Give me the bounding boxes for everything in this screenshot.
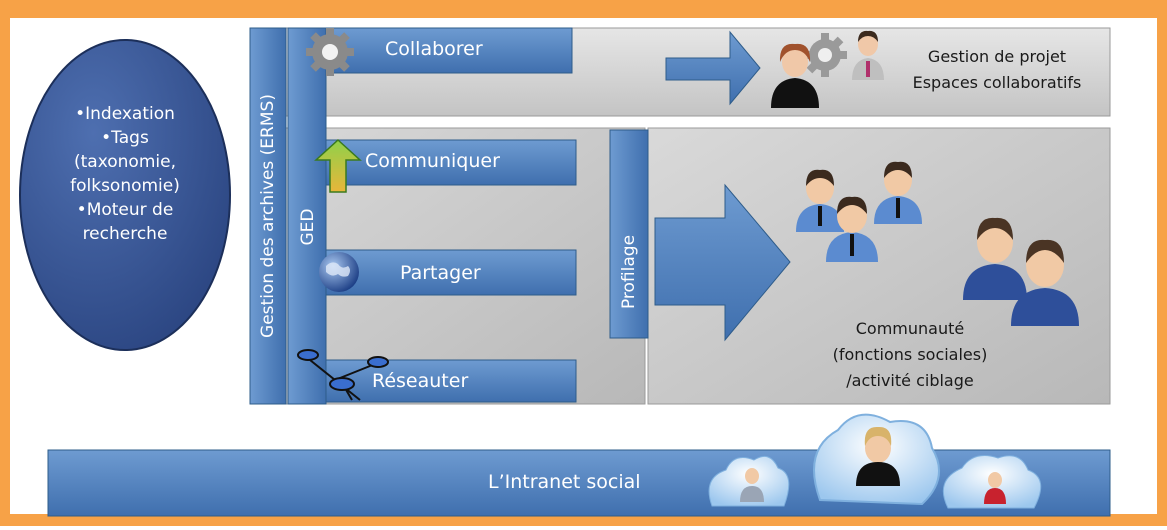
archives-vertical-bar	[249, 27, 287, 405]
partager-label: Partager	[400, 262, 481, 284]
archives-label: Gestion des archives (ERMS)	[258, 94, 278, 338]
communaute-line: Communauté	[855, 319, 965, 338]
ellipse-item: •Moteur de	[76, 200, 174, 220]
profilage-vertical-bar	[609, 129, 649, 339]
profilage-arrow	[654, 183, 791, 342]
man-icon	[852, 30, 884, 80]
communiquer-bar	[325, 139, 577, 186]
projet-line: Gestion de projet	[927, 47, 1067, 66]
ellipse-item: recherche	[82, 224, 168, 244]
communaute-line: (fonctions sociales)	[832, 345, 988, 364]
ellipse-text: •Indexation •Tags (taxonomie, folksonomi…	[30, 102, 220, 246]
gear-icon	[306, 28, 354, 76]
cloud-woman-icon	[942, 455, 1042, 509]
collaborer-label: Collaborer	[385, 38, 483, 60]
ellipse-item: folksonomie)	[70, 176, 180, 196]
communiquer-label: Communiquer	[365, 150, 500, 172]
communaute-label: Communauté (fonctions sociales) /activit…	[780, 316, 1040, 394]
communaute-line: /activité ciblage	[846, 371, 974, 390]
ged-vertical-bar	[287, 27, 327, 405]
cloud-person-icon	[708, 455, 790, 507]
ellipse-shape	[19, 39, 231, 351]
reseauter-label: Réseauter	[372, 370, 469, 392]
globe-icon	[319, 252, 359, 292]
ellipse-item: •Tags	[101, 128, 149, 148]
ged-label: GED	[298, 208, 318, 246]
intranet-label: L’Intranet social	[488, 471, 641, 493]
profilage-label: Profilage	[619, 234, 639, 310]
projet-line: Espaces collaboratifs	[912, 73, 1082, 92]
people-group-icon	[796, 161, 922, 262]
ellipse-item: (taxonomie,	[74, 152, 176, 172]
woman-icon	[771, 43, 819, 108]
cloud-manager-icon	[813, 413, 940, 506]
collaborer-arrow	[665, 30, 761, 106]
projet-label: Gestion de projet Espaces collaboratifs	[886, 44, 1108, 96]
up-arrow-icon	[314, 138, 362, 193]
collaborer-bar	[325, 27, 573, 74]
network-icon	[297, 349, 389, 401]
people-pair-icon	[963, 217, 1079, 326]
ellipse-item: •Indexation	[75, 104, 175, 124]
